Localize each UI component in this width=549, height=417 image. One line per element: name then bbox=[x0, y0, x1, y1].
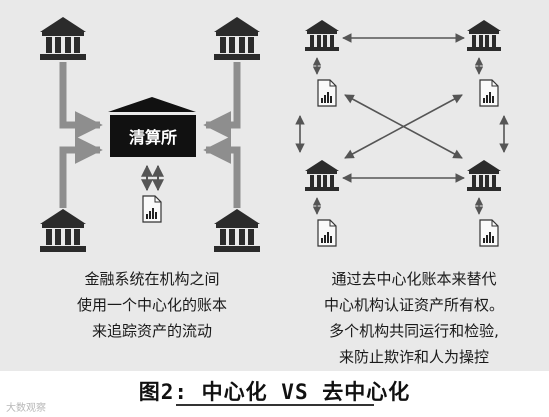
ledger-document-icon bbox=[479, 219, 499, 247]
caption-line: 金融系统在机构之间 bbox=[84, 270, 220, 288]
caption-line: 通过去中心化账本来替代 bbox=[331, 270, 497, 288]
bank-icon bbox=[40, 209, 86, 252]
left-caption: 金融系统在机构之间 使用一个中心化的账本 来追踪资产的流动 bbox=[42, 266, 262, 344]
bank-icon bbox=[214, 17, 260, 60]
ledger-document-icon bbox=[479, 79, 499, 107]
caption-line: 使用一个中心化的账本 bbox=[76, 296, 227, 314]
bank-icon bbox=[214, 209, 260, 252]
connector-bottom-right bbox=[203, 136, 241, 208]
clearing-house-label: 清算所 bbox=[129, 128, 177, 147]
connector-bottom-left bbox=[59, 136, 103, 208]
caption-line: 来防止欺诈和人为操控 bbox=[338, 348, 489, 366]
ledger-document-icon bbox=[142, 195, 162, 223]
bank-icon bbox=[305, 20, 339, 51]
bank-icon bbox=[467, 20, 501, 51]
right-caption: 通过去中心化账本来替代 中心机构认证资产所有权。 多个机构共同运行和检验, 来防… bbox=[300, 266, 528, 370]
caption-line: 多个机构共同运行和检验, bbox=[329, 322, 499, 340]
connector-top-left bbox=[59, 62, 103, 139]
ledger-document-icon bbox=[317, 79, 337, 107]
bank-icon bbox=[467, 160, 501, 191]
bank-icon bbox=[305, 160, 339, 191]
clearing-house-icon: 清算所 bbox=[108, 97, 196, 157]
bank-icon bbox=[40, 17, 86, 60]
decentralized-panel bbox=[295, 20, 509, 247]
figure-title: 图2: 中心化 VS 去中心化 bbox=[138, 380, 411, 404]
caption-line: 来追踪资产的流动 bbox=[91, 322, 212, 340]
ledger-document-icon bbox=[317, 219, 337, 247]
connector-top-right bbox=[203, 62, 241, 139]
watermark: 大数观察 bbox=[6, 403, 46, 414]
link-diagonal bbox=[344, 94, 463, 159]
caption-line: 中心机构认证资产所有权。 bbox=[323, 296, 504, 314]
title-area bbox=[0, 371, 549, 417]
title-underline bbox=[176, 404, 374, 406]
centralized-panel: 清算所 bbox=[40, 17, 260, 252]
